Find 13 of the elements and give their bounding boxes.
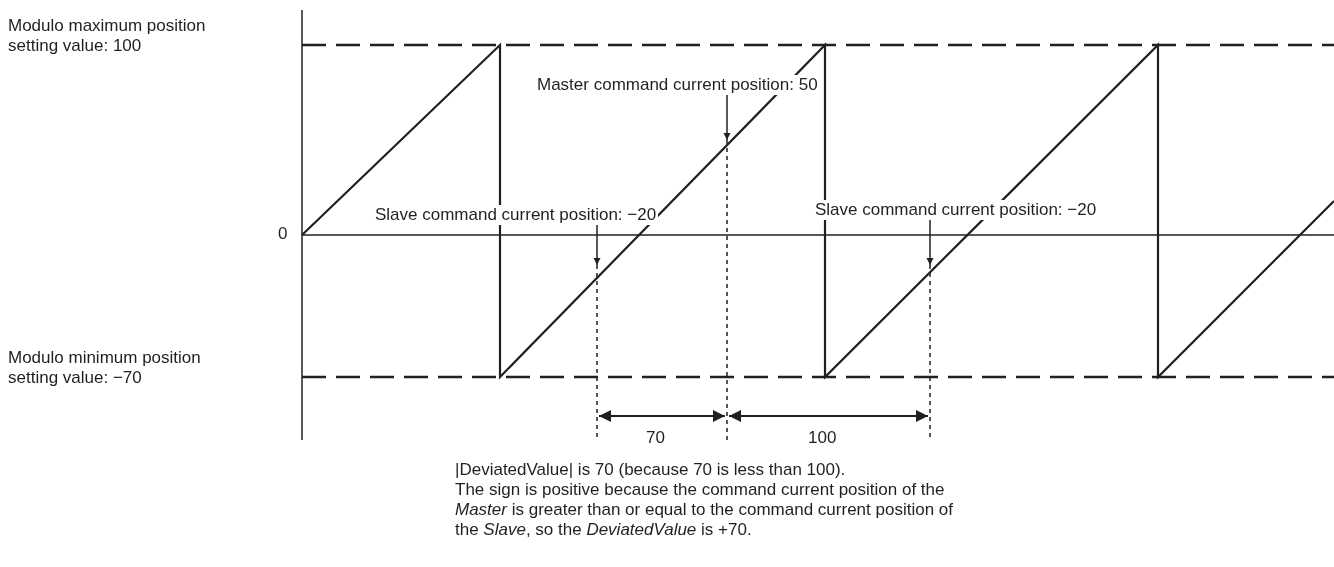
leader-arrow: [593, 224, 601, 266]
note-text: The sign is positive because the command current position of the Master is greater than or equal to the command current position of the Slave, so the DeviatedValue is +70.: [455, 480, 954, 540]
callout-text: Slave command current position: −20: [813, 200, 1099, 220]
callout-text: Slave command current position: −20: [373, 205, 659, 225]
axis-label: 0: [278, 224, 288, 244]
axis-label: Modulo minimum position setting value: −70: [8, 348, 202, 388]
callout-text: Master command current position: 50: [535, 75, 820, 95]
axis-label: Modulo maximum position setting value: 100: [8, 16, 207, 56]
note-text: |DeviatedValue| is 70 (because 70 is less than 100).: [455, 460, 847, 480]
dimension-label: 70: [646, 428, 665, 448]
leader-arrow: [723, 94, 731, 141]
dimension-label: 100: [808, 428, 837, 448]
leader-arrow: [926, 219, 934, 266]
